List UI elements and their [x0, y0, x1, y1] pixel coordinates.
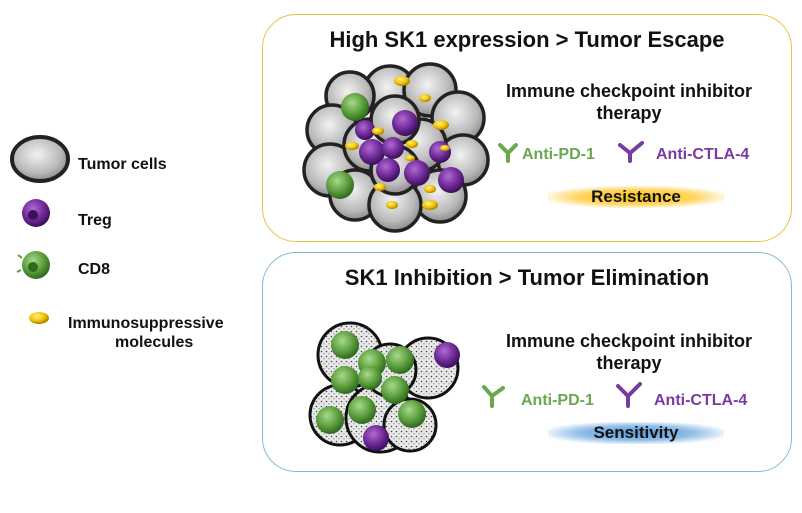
panel-tumor-escape: High SK1 expression > Tumor Escape: [262, 14, 792, 242]
therapy-label-escape: Immune checkpoint inhibitor therapy: [484, 80, 774, 124]
legend-label-tumor: Tumor cells: [78, 156, 167, 173]
legend-label-cd8: CD8: [78, 261, 111, 278]
drug-ctla4-elimination: Anti-CTLA-4: [654, 392, 748, 409]
legend-label-treg: Treg: [78, 212, 112, 229]
drug-ctla4-escape: Anti-CTLA-4: [656, 146, 750, 163]
legend-label-molecules-line1: Immunosuppressive: [68, 315, 224, 332]
panel-title-escape: High SK1 expression > Tumor Escape: [329, 27, 725, 52]
drug-pd1-elimination: Anti-PD-1: [521, 392, 594, 409]
legend-label-molecules-line2: molecules: [115, 334, 194, 351]
therapy-line1: Immune checkpoint inhibitor: [505, 331, 752, 351]
outcome-sensitivity: Sensitivity: [548, 422, 724, 444]
drug-pd1-escape: Anti-PD-1: [522, 146, 595, 163]
therapy-line2: therapy: [596, 103, 662, 123]
panel-title-elimination: SK1 Inhibition > Tumor Elimination: [344, 265, 710, 290]
panel-tumor-elimination: SK1 Inhibition > Tumor Elimination: [262, 252, 792, 472]
therapy-line1: Immune checkpoint inhibitor: [505, 81, 752, 101]
outcome-resistance: Resistance: [548, 186, 724, 208]
therapy-label-elimination: Immune checkpoint inhibitor therapy: [484, 330, 774, 374]
therapy-line2: therapy: [596, 353, 662, 373]
